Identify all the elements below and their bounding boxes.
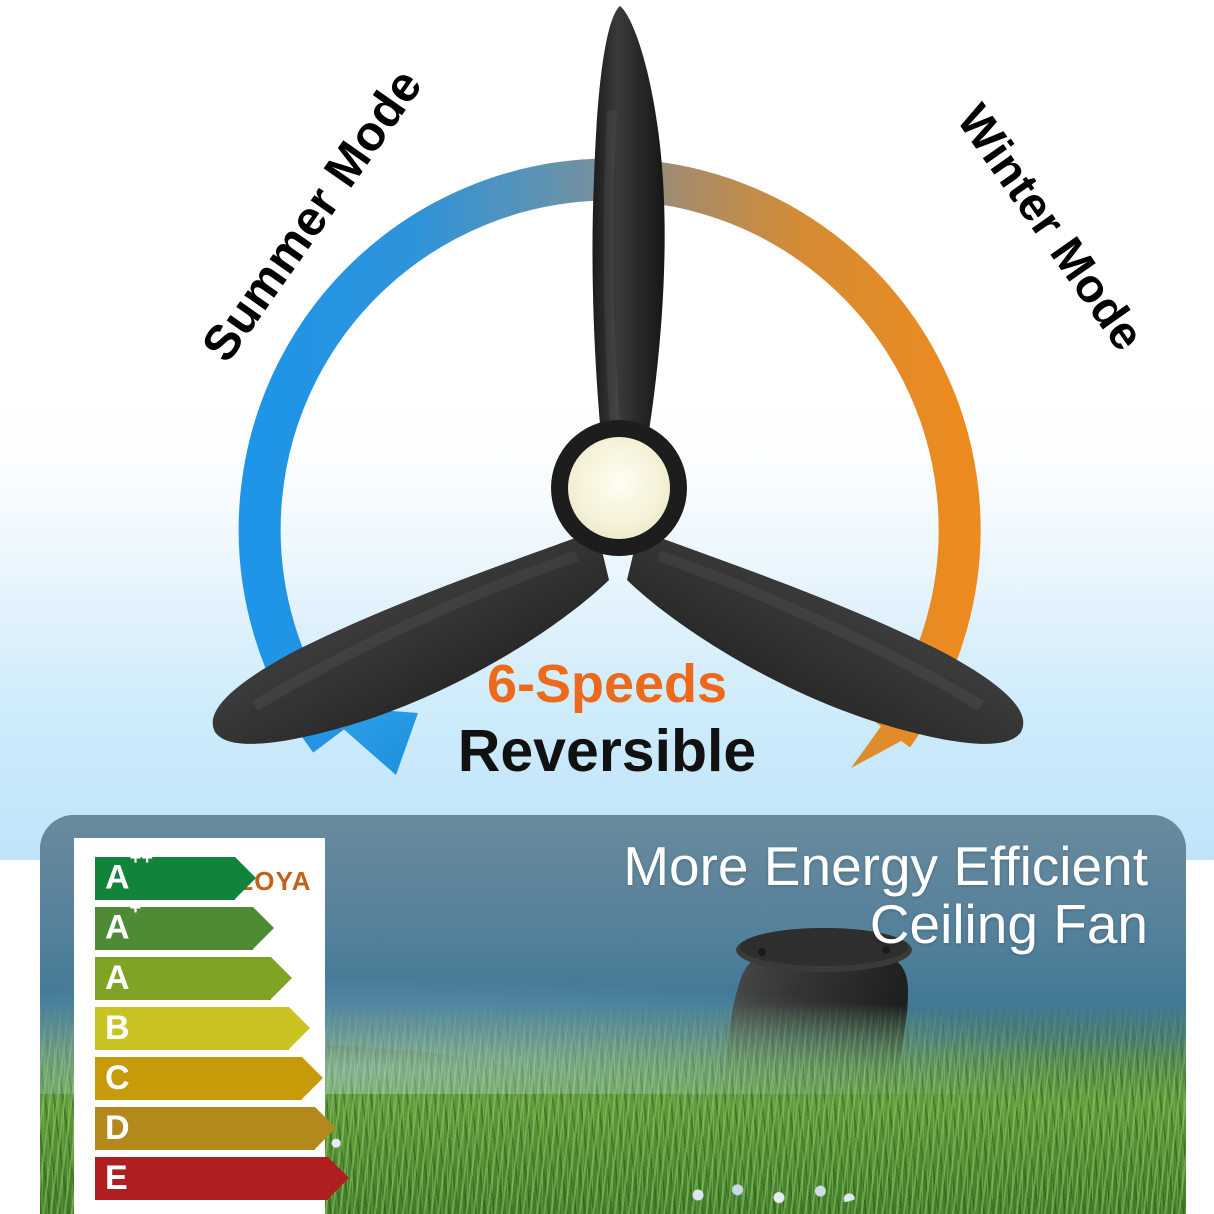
energy-row-aplus: A+: [95, 897, 328, 950]
energy-grade-label: D: [105, 1108, 130, 1147]
energy-grade-label: C: [105, 1058, 130, 1097]
energy-bar: B: [95, 1007, 310, 1050]
energy-row-c: C: [95, 1057, 328, 1100]
energy-grade-superscript: +: [129, 897, 142, 920]
energy-bar: A++: [95, 847, 256, 900]
energy-bar-arrow-icon: [289, 1007, 310, 1049]
energy-grade-label: A++: [105, 847, 153, 897]
energy-row-aplusplus: A++: [95, 847, 328, 900]
ceiling-fan-illustration: [212, 6, 1024, 744]
energy-grade-label: E: [105, 1158, 128, 1197]
headline-line-1: More Energy Efficient: [623, 835, 1148, 897]
energy-row-e: E: [95, 1157, 349, 1200]
headline-line-2: Ceiling Fan: [869, 893, 1148, 956]
panel-headline: More Energy Efficient Ceiling Fan: [468, 837, 1148, 954]
energy-bar: A: [95, 957, 292, 1000]
reversible-caption: Reversible: [457, 718, 757, 784]
speeds-caption: 6-Speeds: [486, 654, 728, 714]
energy-bar-arrow-icon: [253, 907, 274, 949]
energy-row-a: A: [95, 957, 328, 1000]
energy-grade-label: A+: [105, 897, 142, 947]
energy-bar-arrow-icon: [271, 957, 292, 999]
energy-bar-arrow-icon: [328, 1157, 349, 1199]
energy-bar-arrow-icon: [235, 857, 256, 899]
energy-bar: A+: [95, 897, 274, 950]
energy-bar: D: [95, 1107, 336, 1150]
flower-cluster-right: [680, 1182, 860, 1208]
energy-grade-label: A: [105, 958, 130, 997]
energy-bar-arrow-icon: [315, 1107, 336, 1149]
energy-row-d: D: [95, 1107, 336, 1150]
bottom-feature-panel: More Energy Efficient Ceiling Fan TALOYA…: [40, 815, 1186, 1214]
energy-bar: C: [95, 1057, 323, 1100]
energy-grade-superscript: ++: [129, 847, 153, 870]
energy-grade-label: B: [105, 1008, 130, 1047]
energy-row-b: B: [95, 1007, 328, 1050]
energy-bar: E: [95, 1157, 349, 1200]
energy-bar-arrow-icon: [302, 1057, 323, 1099]
